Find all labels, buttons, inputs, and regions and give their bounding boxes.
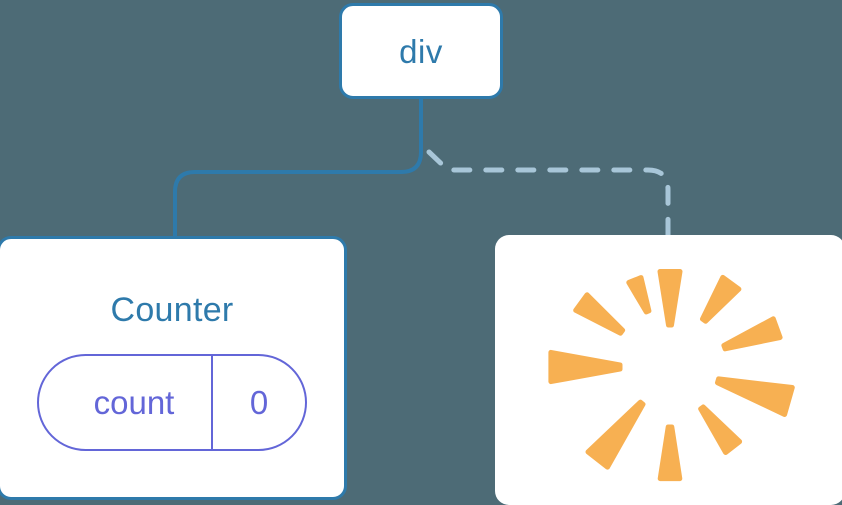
burst-ray-0: [657, 269, 683, 328]
edge-div-to-counter: [173, 97, 423, 240]
node-counter-label: Counter: [110, 291, 234, 329]
burst-ray-7: [548, 349, 623, 385]
prop-key: count: [93, 384, 175, 421]
prop-pill-count[interactable]: count 0: [37, 354, 307, 451]
node-div[interactable]: div: [339, 3, 503, 99]
burst-ray-6: [585, 399, 646, 470]
burst-ray-4: [698, 404, 743, 455]
burst-ray-2: [721, 316, 783, 352]
edge-div-to-burst: [426, 149, 671, 240]
node-burst[interactable]: [495, 235, 842, 505]
prop-value: 0: [211, 356, 305, 449]
node-counter[interactable]: Counter count 0: [0, 236, 347, 500]
burst-ray-5: [657, 424, 683, 482]
sparkle-burst-icon: [548, 269, 795, 482]
node-div-label: div: [399, 32, 443, 70]
burst-ray-1: [700, 274, 742, 324]
burst-ray-9: [626, 275, 652, 315]
burst-ray-3: [715, 376, 795, 417]
burst-ray-8: [573, 292, 626, 336]
